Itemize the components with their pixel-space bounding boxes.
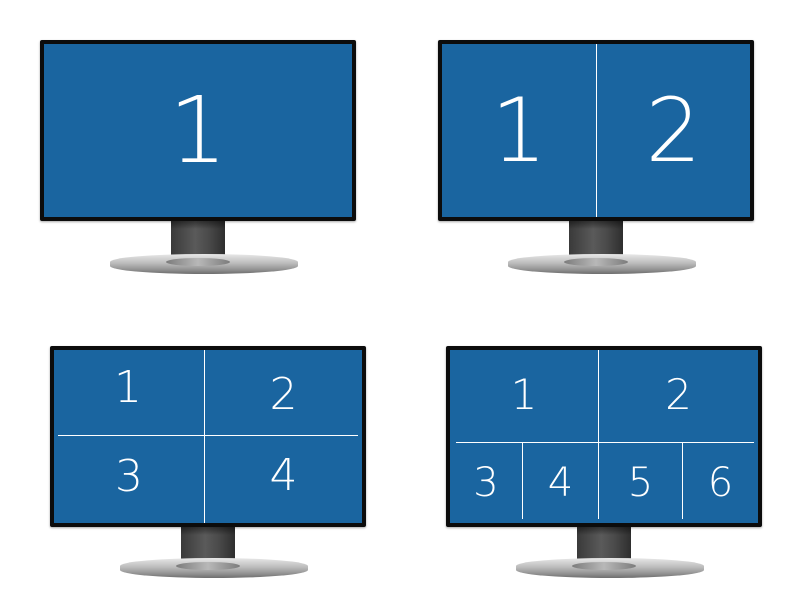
pane-number: 3 (115, 451, 143, 502)
pane-divider-vertical (596, 44, 597, 217)
pane-number: 2 (269, 369, 298, 420)
screen-pane: 1 (54, 350, 204, 435)
pane-divider-horizontal (58, 435, 358, 436)
monitor-grid-6-layout: 1 2 3 4 5 6 (446, 346, 762, 580)
monitor-stand-base-top (572, 562, 636, 570)
pane-number: 5 (627, 460, 654, 506)
screen-pane: 2 (205, 350, 362, 435)
pane-number: 1 (510, 369, 538, 419)
monitor-grid-4-layout: 1 2 3 4 (50, 346, 366, 580)
monitor-split-2-layout: 1 2 (438, 40, 754, 276)
pane-divider-vertical (598, 350, 599, 519)
monitor-stand-shadow (569, 221, 623, 229)
pane-number: 4 (547, 460, 574, 506)
monitor-screen: 1 2 3 4 5 6 (450, 350, 758, 523)
monitor-stand-shadow (171, 221, 225, 229)
pane-number: 1 (491, 79, 547, 182)
screen-pane: 3 (54, 436, 204, 523)
screen-pane: 1 (442, 44, 596, 217)
monitor-screen: 1 (44, 44, 352, 217)
pane-number: 1 (114, 362, 142, 413)
pane-divider-vertical (682, 443, 683, 519)
monitor-screen: 1 2 (442, 44, 750, 217)
screen-pane: 3 (450, 443, 522, 523)
screen-pane: 2 (597, 44, 750, 217)
monitor-stand-base-top (166, 258, 230, 266)
screen-pane: 5 (599, 443, 682, 523)
pane-number: 4 (269, 450, 298, 501)
pane-number: 6 (707, 460, 734, 506)
monitor-stand-shadow (577, 527, 631, 535)
screen-pane: 1 (450, 350, 598, 442)
monitor-screen: 1 2 3 4 (54, 350, 362, 523)
pane-number: 2 (665, 369, 692, 419)
pane-divider-vertical (204, 350, 205, 523)
screen-pane: 1 (44, 44, 352, 217)
monitor-stand-shadow (181, 527, 235, 535)
screen-pane: 4 (523, 443, 598, 523)
pane-divider-vertical (522, 443, 523, 519)
pane-number: 3 (473, 460, 499, 506)
screen-pane: 4 (205, 436, 362, 523)
pane-number: 1 (168, 77, 228, 184)
pane-number: 2 (645, 79, 702, 182)
screen-pane: 2 (599, 350, 758, 442)
screen-pane: 6 (683, 443, 758, 523)
monitor-stand-base-top (176, 562, 240, 570)
monitor-stand-base-top (564, 258, 628, 266)
monitor-single-layout: 1 (40, 40, 356, 276)
pane-divider-horizontal (456, 442, 754, 443)
